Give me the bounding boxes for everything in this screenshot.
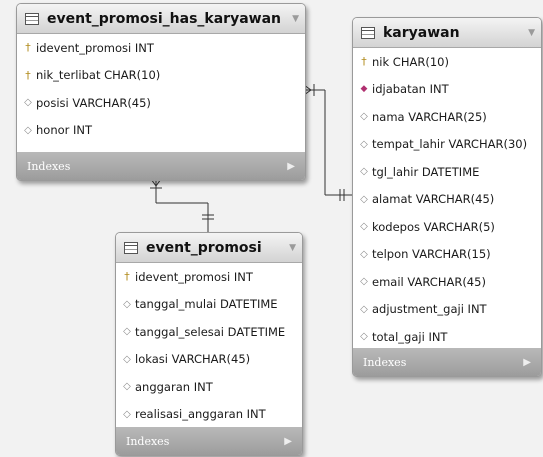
column-row[interactable]: ◇ tgl_lahir DATETIME (353, 158, 541, 186)
column-name: tanggal_selesai DATETIME (135, 324, 286, 339)
column-row[interactable]: ◇ nama VARCHAR(25) (353, 103, 541, 131)
nullable-column-icon: ◇ (24, 97, 32, 109)
nullable-column-icon: ◇ (123, 326, 131, 338)
table-icon (361, 26, 375, 39)
column-name: telpon VARCHAR(15) (372, 247, 491, 262)
column-row[interactable]: † idevent_promosi INT (17, 34, 305, 62)
column-row[interactable]: † idevent_promosi INT (116, 263, 302, 291)
column-name: tgl_lahir DATETIME (372, 164, 480, 179)
column-name: anggaran INT (135, 379, 213, 394)
indexes-label: Indexes (27, 159, 71, 173)
table-event-promosi-has-karyawan[interactable]: event_promosi_has_karyawan ▼ † idevent_pr… (16, 3, 306, 181)
column-name: tempat_lahir VARCHAR(30) (372, 137, 528, 152)
table-event-promosi[interactable]: event_promosi ▼ † idevent_promosi INT ◇ tan… (115, 232, 303, 456)
column-row[interactable]: ◇ kodepos VARCHAR(5) (353, 213, 541, 241)
column-row[interactable]: ◇ tanggal_selesai DATETIME (116, 318, 302, 346)
column-name: email VARCHAR(45) (372, 274, 486, 289)
column-name: idevent_promosi INT (36, 40, 154, 55)
nullable-column-icon: ◇ (360, 111, 368, 123)
column-row[interactable]: ◆ idjabatan INT (353, 76, 541, 104)
table-header[interactable]: event_promosi ▼ (116, 233, 302, 263)
column-row[interactable]: ◇ adjustment_gaji INT (353, 296, 541, 324)
column-row[interactable]: ◇ posisi VARCHAR(45) (17, 89, 305, 117)
column-name: total_gaji INT (372, 329, 448, 344)
nullable-column-icon: ◇ (123, 298, 131, 310)
column-name: realisasi_anggaran INT (135, 407, 266, 422)
key-icon: † (25, 68, 31, 82)
column-row[interactable]: ◇ honor INT (17, 117, 305, 145)
expand-arrow-icon[interactable]: ▶ (287, 160, 295, 172)
table-icon (124, 241, 138, 254)
column-name: honor INT (36, 123, 93, 138)
column-row[interactable]: ◇ anggaran INT (116, 373, 302, 401)
column-row[interactable]: ◇ realisasi_anggaran INT (116, 401, 302, 429)
nullable-column-icon: ◇ (360, 138, 368, 150)
column-row[interactable]: † nik_terlibat CHAR(10) (17, 62, 305, 90)
collapse-arrow-icon[interactable]: ▼ (289, 242, 296, 253)
table-title: karyawan (383, 24, 460, 41)
expand-arrow-icon[interactable]: ▶ (523, 356, 531, 368)
nullable-column-icon: ◇ (360, 221, 368, 233)
indexes-bar[interactable]: Indexes ▶ (353, 348, 541, 376)
column-row[interactable]: ◇ tanggal_mulai DATETIME (116, 291, 302, 319)
column-name: tanggal_mulai DATETIME (135, 297, 278, 312)
table-title: event_promosi (146, 239, 262, 256)
relation-has_karyawan-event_promosi (150, 178, 214, 232)
nullable-column-icon: ◇ (360, 303, 368, 315)
column-name: posisi VARCHAR(45) (36, 95, 151, 110)
nullable-column-icon: ◇ (24, 124, 32, 136)
column-name: kodepos VARCHAR(5) (372, 219, 495, 234)
indexes-bar[interactable]: Indexes ▶ (116, 427, 302, 455)
table-header[interactable]: karyawan ▼ (353, 18, 541, 48)
table-title: event_promosi_has_karyawan (47, 10, 281, 27)
column-name: adjustment_gaji INT (372, 302, 487, 317)
column-row[interactable]: ◇ tempat_lahir VARCHAR(30) (353, 131, 541, 159)
indexes-bar[interactable]: Indexes ▶ (17, 152, 305, 180)
column-name: nik_terlibat CHAR(10) (36, 68, 161, 83)
column-name: lokasi VARCHAR(45) (135, 352, 251, 367)
column-row[interactable]: ◇ email VARCHAR(45) (353, 268, 541, 296)
collapse-arrow-icon[interactable]: ▼ (292, 13, 299, 24)
table-karyawan[interactable]: karyawan ▼ † nik CHAR(10) ◆ idjabatan INT ◇ n… (352, 17, 542, 377)
column-row[interactable]: † nik CHAR(10) (353, 48, 541, 76)
indexes-label: Indexes (363, 355, 407, 369)
nullable-column-icon: ◇ (360, 193, 368, 205)
indexes-label: Indexes (126, 434, 170, 448)
column-name: idevent_promosi INT (135, 269, 253, 284)
nullable-column-icon: ◇ (123, 353, 131, 365)
column-list: † idevent_promosi INT ◇ tanggal_mulai DATET… (116, 263, 302, 428)
column-name: nama VARCHAR(25) (372, 109, 487, 124)
nullable-column-icon: ◇ (123, 381, 131, 393)
column-row[interactable]: ◇ telpon VARCHAR(15) (353, 241, 541, 269)
key-icon: † (361, 55, 367, 69)
table-icon (25, 12, 39, 25)
nullable-column-icon: ◇ (360, 276, 368, 288)
table-header[interactable]: event_promosi_has_karyawan ▼ (17, 4, 305, 34)
key-icon: † (124, 270, 130, 284)
collapse-arrow-icon[interactable]: ▼ (528, 27, 535, 38)
nullable-column-icon: ◇ (360, 166, 368, 178)
expand-arrow-icon[interactable]: ▶ (284, 435, 292, 447)
nullable-column-icon: ◇ (360, 331, 368, 343)
column-row[interactable]: ◇ total_gaji INT (353, 323, 541, 351)
column-name: alamat VARCHAR(45) (372, 192, 495, 207)
nullable-column-icon: ◇ (360, 248, 368, 260)
foreign-key-icon: ◆ (360, 84, 368, 95)
column-name: idjabatan INT (372, 82, 449, 97)
column-list: † idevent_promosi INT † nik_terlibat CHAR(1… (17, 34, 305, 144)
nullable-column-icon: ◇ (123, 408, 131, 420)
key-icon: † (25, 41, 31, 55)
column-name: nik CHAR(10) (372, 54, 449, 69)
column-list: † nik CHAR(10) ◆ idjabatan INT ◇ nama VARCHAR… (353, 48, 541, 351)
relation-has_karyawan-karyawan (303, 84, 352, 201)
column-row[interactable]: ◇ lokasi VARCHAR(45) (116, 346, 302, 374)
column-row[interactable]: ◇ alamat VARCHAR(45) (353, 186, 541, 214)
